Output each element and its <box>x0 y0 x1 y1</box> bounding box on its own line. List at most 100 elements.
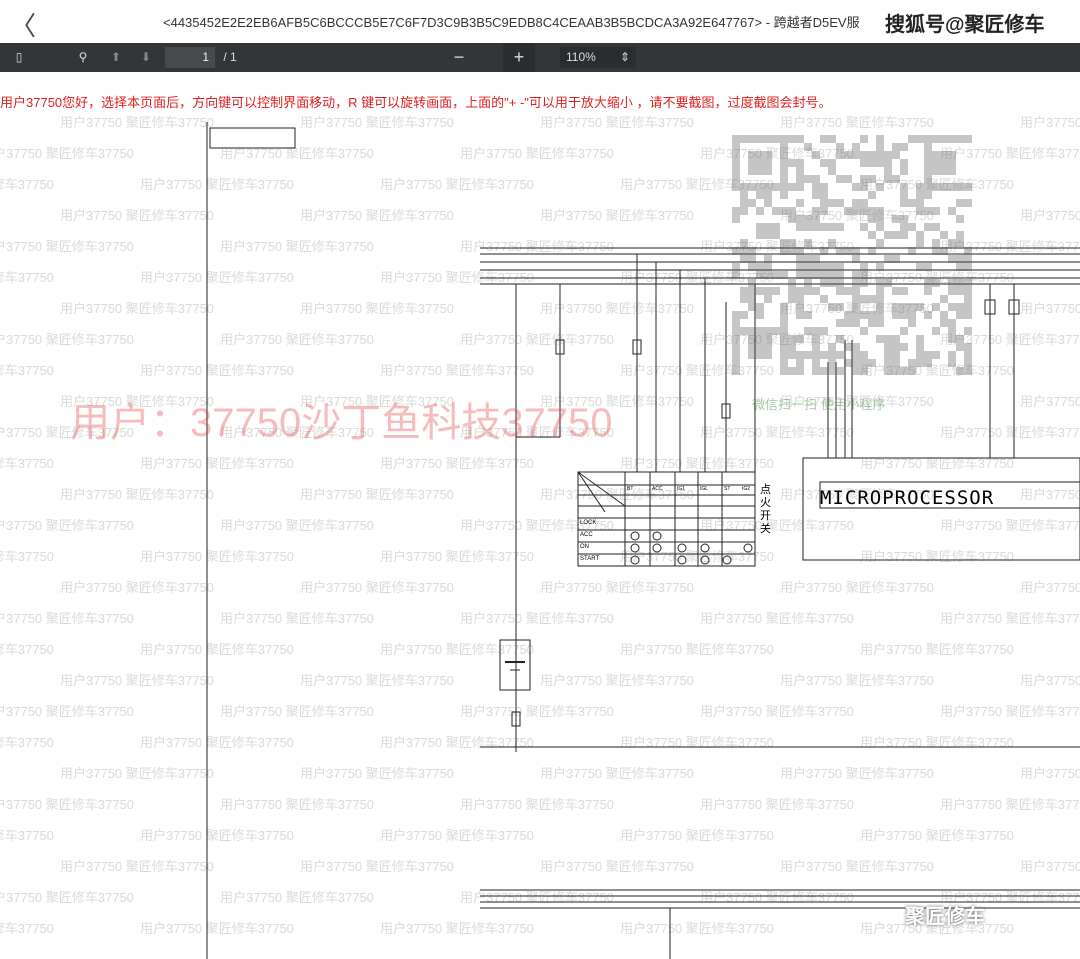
qr-module <box>860 223 868 231</box>
qr-module <box>748 287 756 295</box>
qr-module <box>876 319 884 327</box>
qr-module <box>812 191 820 199</box>
tile-watermark: 用户37750 聚匠修车37750 <box>620 549 774 564</box>
qr-module <box>796 295 804 303</box>
tile-watermark: 用户37750 聚匠修车37750 <box>780 208 934 223</box>
zoom-in-button[interactable]: + <box>503 43 535 72</box>
qr-module <box>732 167 740 175</box>
qr-module <box>748 199 756 207</box>
qr-module <box>892 287 900 295</box>
tile-watermark: 用户37750 聚匠修车37750 <box>1020 115 1080 130</box>
qr-module <box>924 207 932 215</box>
qr-module <box>868 295 876 303</box>
qr-module <box>860 263 868 271</box>
qr-module <box>900 343 908 351</box>
qr-module <box>868 191 876 199</box>
qr-module <box>788 183 796 191</box>
qr-module <box>876 151 884 159</box>
qr-module <box>852 271 860 279</box>
tile-watermark: 用户37750 聚匠修车37750 <box>300 115 454 130</box>
qr-module <box>804 279 812 287</box>
pdf-toolbar: ▯ ⚲ ⬆ ⬇ 1 / 1 − + 110%⇕ <box>0 43 1080 72</box>
qr-module <box>780 351 788 359</box>
tile-watermark: 用户37750 聚匠修车37750 <box>540 766 694 781</box>
qr-module <box>796 199 804 207</box>
page-number-input[interactable]: 1 <box>165 47 215 68</box>
qr-module <box>932 159 940 167</box>
qr-module <box>756 135 764 143</box>
arrow-down-icon[interactable]: ⬇ <box>140 50 152 64</box>
qr-module <box>836 143 844 151</box>
tile-watermark: 用户37750 聚匠修车37750 <box>0 239 134 254</box>
qr-module <box>940 167 948 175</box>
search-icon[interactable]: ⚲ <box>78 50 88 64</box>
qr-module <box>764 295 772 303</box>
qr-module <box>804 175 812 183</box>
qr-module <box>772 287 780 295</box>
qr-module <box>852 255 860 263</box>
qr-module <box>812 151 820 159</box>
qr-module <box>836 199 844 207</box>
tile-watermark: 用户37750 聚匠修车37750 <box>0 890 134 905</box>
qr-module <box>924 287 932 295</box>
switch-col-label: ACC <box>652 486 663 492</box>
qr-module <box>932 207 940 215</box>
qr-module <box>788 159 796 167</box>
tile-watermark: 用户37750 聚匠修车37750 <box>700 425 854 440</box>
qr-module <box>828 239 836 247</box>
arrow-up-icon[interactable]: ⬆ <box>110 50 122 64</box>
qr-module <box>908 135 916 143</box>
qr-module <box>796 255 804 263</box>
qr-module <box>780 143 788 151</box>
tile-watermark: 用户37750 聚匠修车37750 <box>140 270 294 285</box>
qr-module <box>796 311 804 319</box>
qr-module <box>924 279 932 287</box>
qr-module <box>756 231 764 239</box>
qr-module <box>948 279 956 287</box>
tile-watermark: 用户37750 聚匠修车37750 <box>220 146 374 161</box>
zoom-select[interactable]: 110%⇕ <box>560 47 636 68</box>
qr-module <box>948 351 956 359</box>
switch-col-label: BT <box>627 486 634 492</box>
microprocessor-block <box>802 284 1080 561</box>
qr-module <box>956 215 964 223</box>
pdf-page[interactable]: 用户37750 聚匠修车37750 用户37750 聚匠修车37750 用户3775… <box>0 72 1080 959</box>
qr-module <box>916 335 924 343</box>
usage-notice: 用户37750您好，选择本页面后，方向键可以控制界面移动，R 键可以旋转画面，上… <box>0 95 832 110</box>
tile-watermark: 用户37750 聚匠修车37750 <box>700 797 854 812</box>
qr-module <box>860 367 868 375</box>
qr-module <box>908 199 916 207</box>
qr-module <box>868 175 876 183</box>
qr-module <box>756 223 764 231</box>
tile-watermark: 用户37750 聚匠修车37750 <box>460 797 614 812</box>
back-chevron-icon[interactable]: 〈 <box>10 11 37 41</box>
qr-module <box>780 183 788 191</box>
qr-module <box>812 255 820 263</box>
tile-watermark: 用户37750 聚匠修车37750 <box>460 518 614 533</box>
qr-module <box>844 343 852 351</box>
qr-module <box>836 319 844 327</box>
qr-module <box>748 151 756 159</box>
qr-module <box>764 167 772 175</box>
qr-module <box>908 311 916 319</box>
qr-module <box>836 303 844 311</box>
zoom-out-button[interactable]: − <box>453 47 465 67</box>
qr-module <box>876 311 884 319</box>
qr-module <box>884 367 892 375</box>
sidebar-toggle-icon[interactable]: ▯ <box>15 50 23 64</box>
qr-module <box>764 223 772 231</box>
qr-module <box>900 223 908 231</box>
qr-module <box>836 367 844 375</box>
qr-module <box>788 335 796 343</box>
qr-module <box>820 367 828 375</box>
qr-module <box>780 271 788 279</box>
qr-module <box>820 279 828 287</box>
tile-watermark: 用户37750 聚匠修车37750 <box>140 735 294 750</box>
qr-module <box>916 303 924 311</box>
tile-watermark: 用户37750 聚匠修车37750 <box>140 921 294 936</box>
qr-module <box>956 287 964 295</box>
tile-watermark: 用户37750 聚匠修车37750 <box>140 363 294 378</box>
qr-module <box>884 159 892 167</box>
qr-module <box>828 167 836 175</box>
qr-module <box>876 223 884 231</box>
